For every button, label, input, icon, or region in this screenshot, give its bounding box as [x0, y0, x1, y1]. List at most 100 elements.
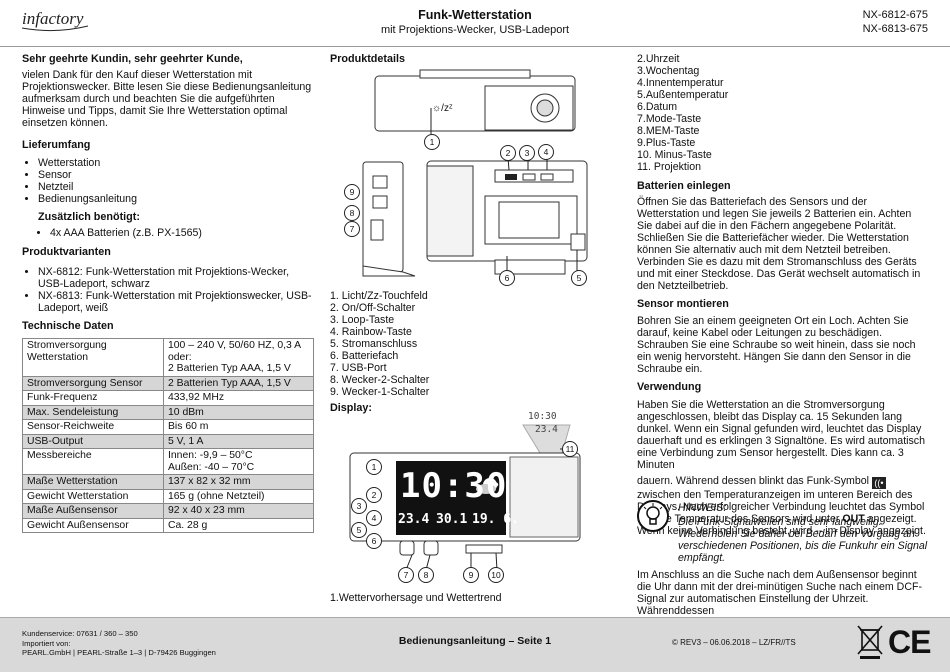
varianten-list: NX-6812: Funk-Wetterstation mit Projekti…: [22, 266, 317, 314]
display-temp-out: 30.1: [436, 512, 468, 527]
table-cell-label: Sensor-Reichweite: [22, 419, 164, 435]
table-cell-value: 92 x 40 x 23 mm: [163, 503, 314, 519]
table-cell-label: Messbereiche: [22, 448, 164, 475]
table-cell-value: 100 – 240 V, 50/60 HZ, 0,3 A oder: 2 Bat…: [163, 338, 314, 377]
callout-8: 8: [344, 205, 360, 221]
batterien-heading: Batterien einlegen: [637, 180, 731, 192]
list-item: 5.Außentemperatur: [637, 89, 729, 101]
page-footer: [0, 617, 950, 672]
middle-column: Produktdetails: [330, 53, 620, 65]
display-list-start: 1.Wettervorhersage und Wettertrend: [330, 592, 620, 604]
table-cell-value: 433,92 MHz: [163, 390, 314, 406]
table-cell-label: Max. Sendeleistung: [22, 404, 164, 420]
verwendung-part-b: zwischen den Temperaturanzeigen im unter…: [637, 489, 925, 525]
table-cell-label: Funk-Frequenz: [22, 390, 164, 406]
hinweis-title: HINWEIS:: [678, 502, 727, 514]
callout-5: 5: [351, 522, 367, 538]
ce-mark: CE: [888, 624, 931, 660]
table-cell-label: Maße Wetterstation: [22, 474, 164, 490]
brand-logo: infactory: [21, 9, 89, 32]
radio-signal-icon: ((•: [871, 477, 886, 489]
list-item: 3.Wochentag: [637, 65, 700, 77]
list-item: 6. Batteriefach: [330, 350, 399, 362]
sensor-heading: Sensor montieren: [637, 298, 729, 310]
list-item: 2.Uhrzeit: [637, 53, 680, 65]
list-item: 7. USB-Port: [330, 362, 387, 374]
sensor-text: Bohren Sie an einem geeigneten Ort ein L…: [637, 315, 916, 375]
table-cell-label: Maße Außensensor: [22, 503, 164, 519]
list-item: 3. Loop-Taste: [330, 314, 395, 326]
weee-bin-icon: [857, 625, 883, 659]
list-item: NX-6812: Funk-Wetterstation mit Projekti…: [38, 266, 317, 290]
verwendung-part-a: dauern. Während dessen blinkt das Funk-S…: [637, 475, 870, 487]
hinweis-text: Die Funk-Signalwellen sind sehr langweil…: [678, 516, 928, 564]
list-item: 10. Minus-Taste: [637, 149, 712, 161]
page-title: Funk-Wetterstation: [418, 8, 532, 22]
footer-service: Kundenservice: 07631 / 360 – 350 Importi…: [22, 629, 282, 658]
display-time: 10:30: [400, 466, 508, 506]
callout-6: 6: [366, 533, 382, 549]
left-column: Sehr geehrte Kundin, sehr geehrter Kunde…: [22, 53, 317, 533]
table-cell-value: Innen: -9,9 – 50°C Außen: -40 – 70°C: [163, 448, 314, 475]
light-touch-label: ☼/zᶻ: [432, 103, 453, 114]
technische-heading: Technische Daten: [22, 320, 114, 332]
callout-4: 4: [538, 144, 554, 160]
product-diagram: [362, 69, 588, 277]
right-column: 2.Uhrzeit 3.Wochentag 4.Innentemperatur …: [637, 53, 929, 537]
callout-3: 3: [351, 498, 367, 514]
table-cell-value: 10 dBm: [163, 404, 314, 420]
lieferumfang-heading: Lieferumfang: [22, 139, 91, 151]
display-date: 19. 6.: [472, 512, 519, 527]
model-number-2: NX-6813-675: [862, 23, 928, 35]
table-cell-value: 137 x 82 x 32 mm: [163, 474, 314, 490]
list-item: 2. On/Off-Schalter: [330, 302, 416, 314]
callout-9: 9: [344, 184, 360, 200]
verwendung-part-c: angezeigt. Wenn keine Verbindung besteht…: [637, 513, 926, 537]
produktdetails-heading: Produktdetails: [330, 53, 405, 65]
list-item: 9. Wecker-1-Schalter: [330, 386, 430, 398]
lightbulb-icon: [637, 500, 669, 532]
verwendung-text-1: Haben Sie die Wetterstation an die Strom…: [637, 399, 925, 471]
intro-text: vielen Dank für den Kauf dieser Wetterst…: [22, 69, 312, 129]
callout-3: 3: [519, 145, 535, 161]
callout-2: 2: [500, 145, 516, 161]
callout-1: 1: [366, 459, 382, 475]
list-item: NX-6813: Funk-Wetterstation mit Projekti…: [38, 290, 317, 314]
callout-2: 2: [366, 487, 382, 503]
table-cell-value: Bis 60 m: [163, 419, 314, 435]
callout-4: 4: [366, 510, 382, 526]
list-item: Sensor: [38, 169, 317, 181]
callout-8: 8: [418, 567, 434, 583]
zusaetzlich-heading: Zusätzlich benötigt:: [38, 211, 140, 223]
callout-7: 7: [398, 567, 414, 583]
table-cell-label: Gewicht Wetterstation: [22, 488, 164, 504]
callout-5: 5: [571, 270, 587, 286]
list-item: 4. Rainbow-Taste: [330, 326, 412, 338]
callout-10: 10: [488, 567, 504, 583]
callout-1: 1: [424, 134, 440, 150]
batterien-text: Öffnen Sie das Batteriefach des Sensors …: [637, 196, 921, 292]
verwendung-heading: Verwendung: [637, 381, 702, 393]
page-header: [0, 0, 950, 47]
lieferumfang-list: Wetterstation Sensor Netzteil Bedienungs…: [22, 157, 317, 205]
list-item: 4.Innentemperatur: [637, 77, 724, 89]
table-cell-label: Gewicht Außensensor: [22, 517, 164, 533]
list-item: 1.Wettervorhersage und Wettertrend: [330, 592, 502, 604]
produktdetails-list: 1. Licht/Zz-Touchfeld 2. On/Off-Schalter…: [330, 290, 620, 414]
list-item: 4x AAA Batterien (z.B. PX-1565): [50, 227, 317, 239]
zusaetzlich-list: 4x AAA Batterien (z.B. PX-1565): [22, 227, 317, 239]
hinweis-box: HINWEIS: Die Funk-Signalwellen sind sehr…: [678, 502, 930, 564]
proj-small-time: 10:30: [528, 411, 557, 422]
table-cell-label: USB-Output: [22, 433, 164, 449]
svg-text:infactory: infactory: [22, 9, 84, 28]
list-item: 1. Licht/Zz-Touchfeld: [330, 290, 428, 302]
display-temp-in: 23.4: [398, 512, 430, 527]
table-cell-label: Stromversorgung Sensor: [22, 375, 164, 391]
list-item: 8. Wecker-2-Schalter: [330, 374, 430, 386]
